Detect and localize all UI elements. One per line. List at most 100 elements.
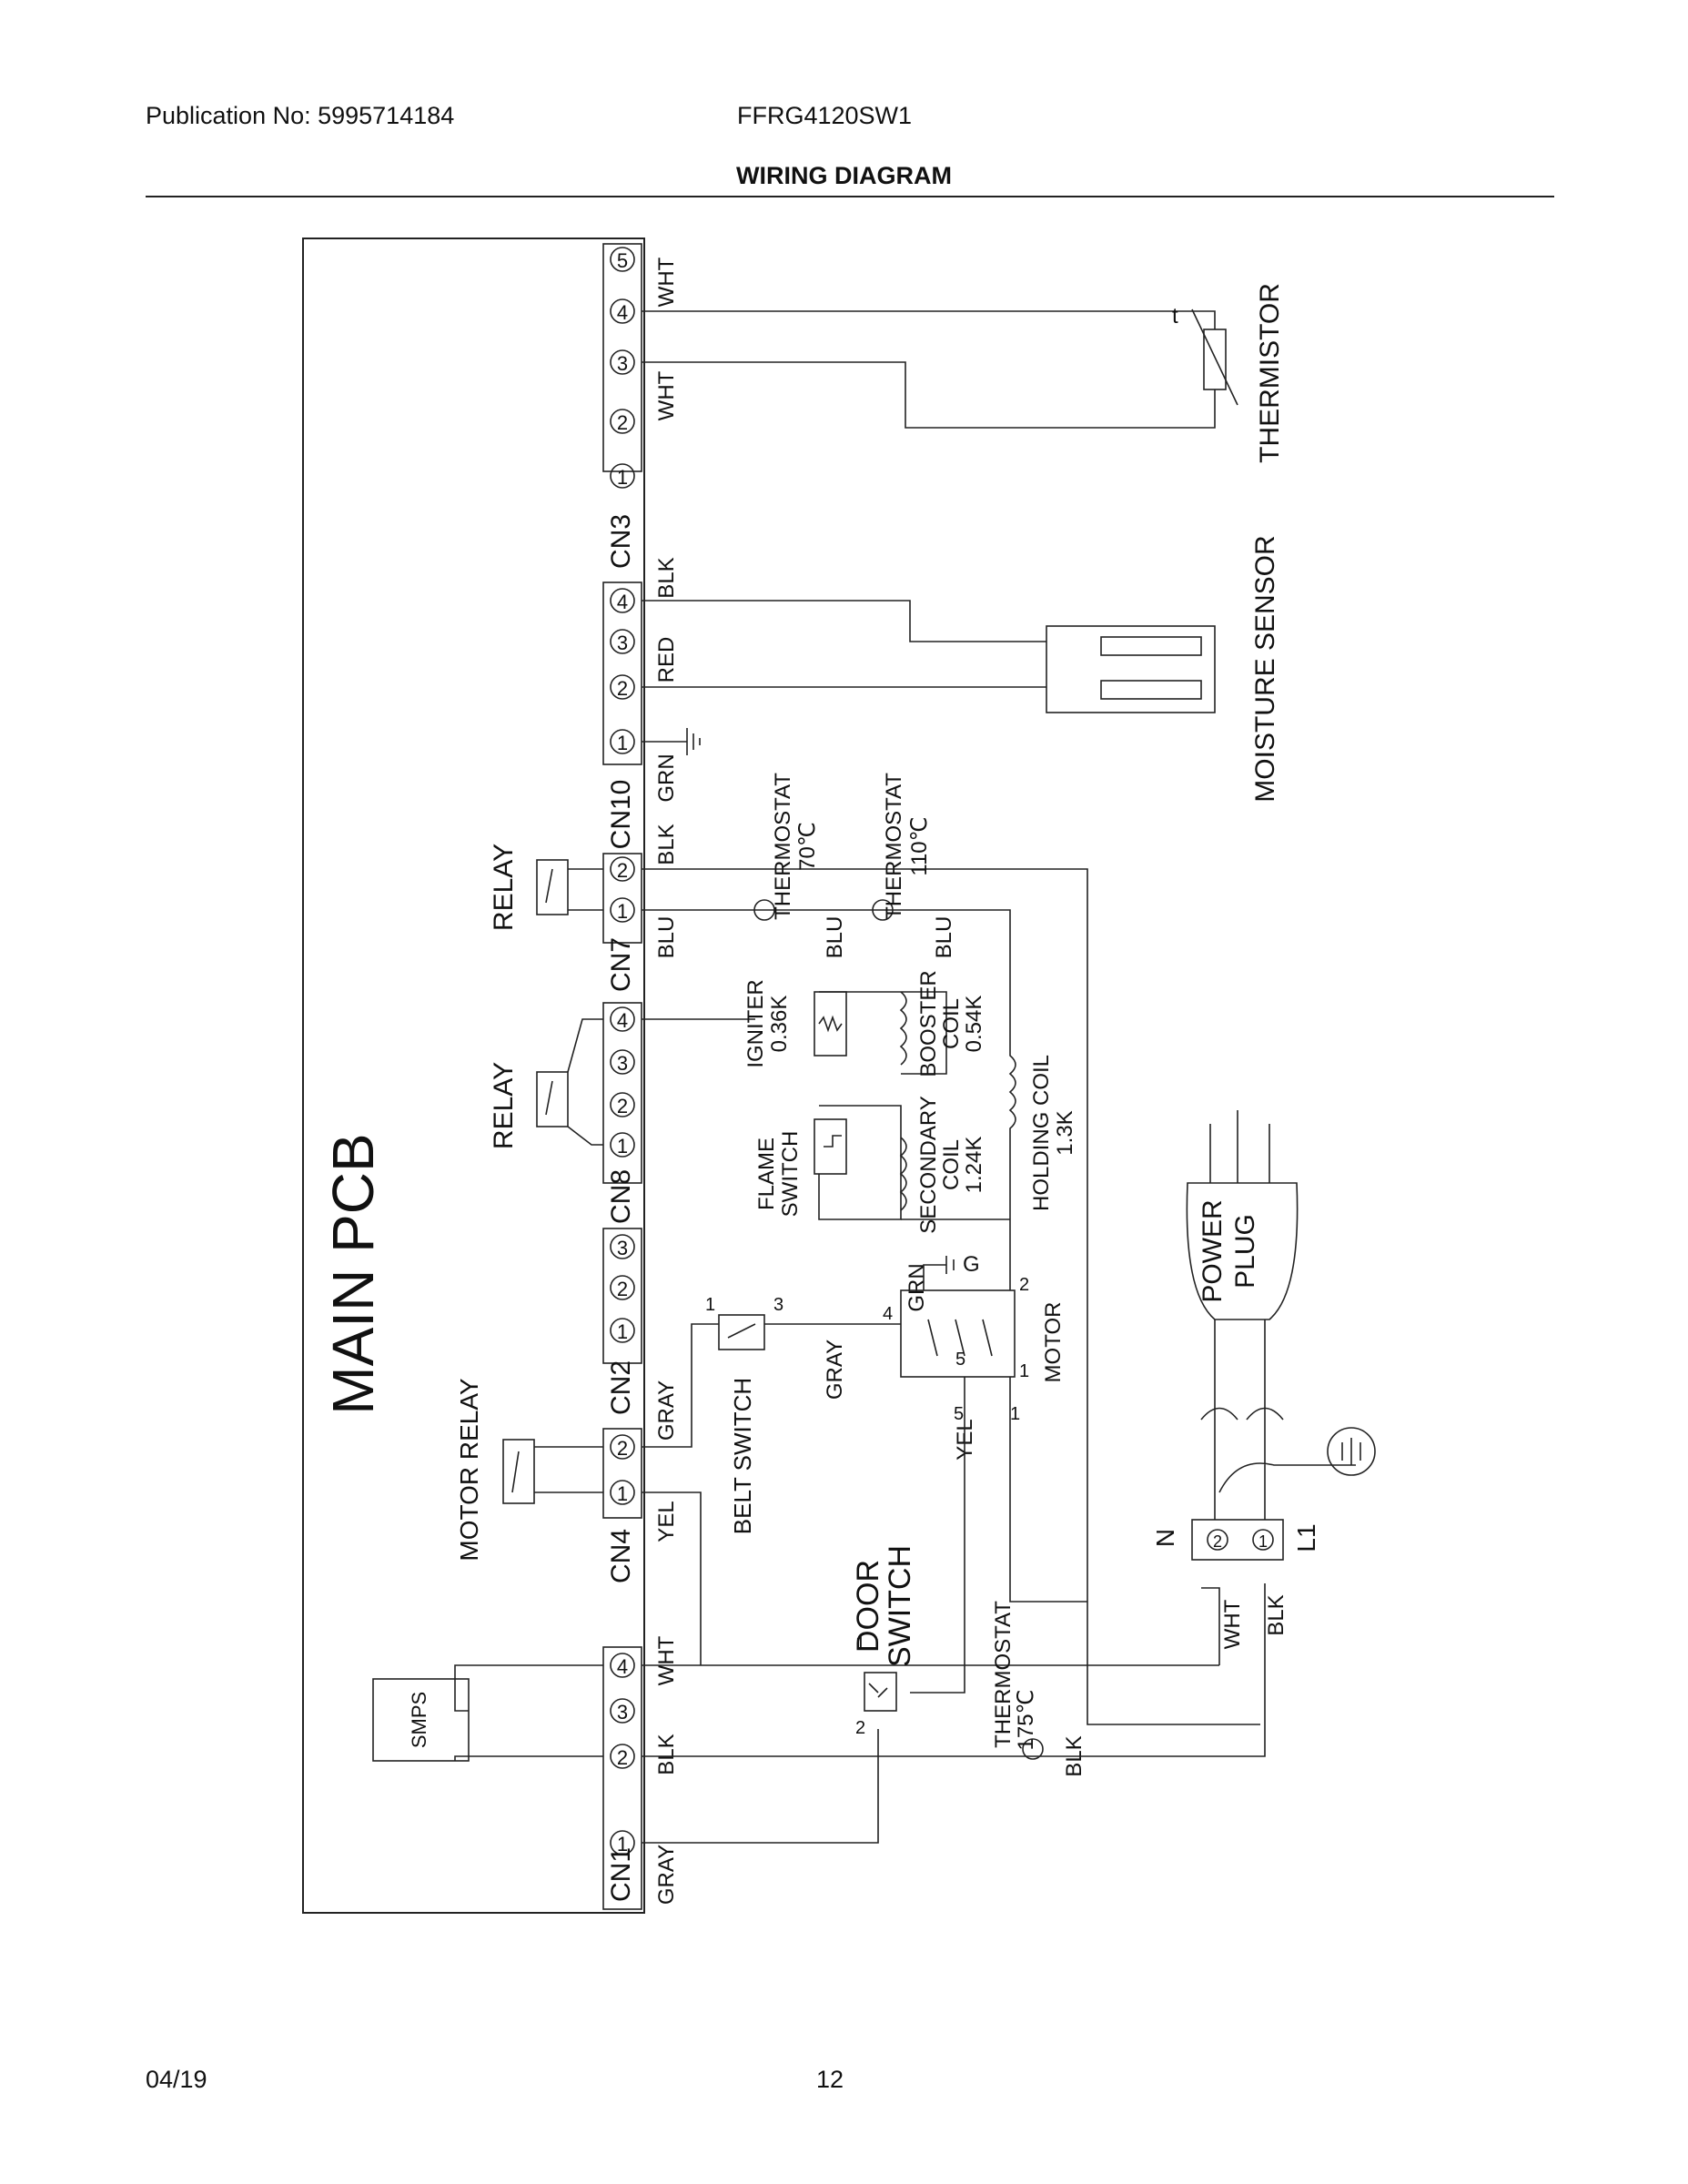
wire-label-blu: BLU	[654, 916, 679, 959]
main-pcb-outline	[302, 238, 645, 1914]
svg-text:2: 2	[617, 1095, 628, 1117]
svg-text:4: 4	[617, 1009, 628, 1032]
wire-label-blk: BLK	[654, 824, 679, 864]
moisture-sensor-label: MOISTURE SENSOR	[1250, 535, 1280, 802]
svg-text:1: 1	[617, 732, 628, 754]
wire-label-gray: GRAY	[654, 1845, 679, 1905]
svg-text:1: 1	[617, 466, 628, 489]
svg-text:3: 3	[773, 1295, 783, 1315]
wire-label-blu: BLU	[823, 916, 847, 959]
svg-text:2: 2	[617, 1437, 628, 1460]
moisture-sensor: MOISTURE SENSOR	[642, 535, 1280, 803]
holding-coil-value: 1.3K	[1053, 1110, 1077, 1155]
motor-ground-label: G	[963, 1252, 980, 1277]
svg-text:1: 1	[617, 1482, 628, 1505]
secondary-coil-value: 1.24K	[962, 1137, 986, 1194]
door-switch-label-2: SWITCH	[883, 1545, 917, 1667]
line-label: L1	[1292, 1523, 1320, 1552]
publication-number: Publication No: 5995714184	[146, 102, 455, 129]
booster-coil-label-2: COIL	[939, 998, 964, 1049]
power-plug-label-2: PLUG	[1230, 1214, 1260, 1289]
thermostat-70-value: 70℃	[795, 822, 820, 871]
smps-label: SMPS	[408, 1692, 430, 1748]
wire-label-yel: YEL	[654, 1501, 679, 1542]
relay-cn7: RELAY	[489, 844, 603, 931]
svg-text:2: 2	[617, 1746, 628, 1769]
holding-coil-label: HOLDING COIL	[1029, 1055, 1054, 1211]
cn2-label: CN2	[606, 1360, 636, 1415]
svg-text:3: 3	[617, 1052, 628, 1075]
cn10-block	[602, 581, 642, 765]
cn3-block	[602, 243, 642, 472]
thermistor: t THERMISTOR	[642, 283, 1285, 463]
cn4-label: CN4	[606, 1529, 636, 1583]
svg-text:4: 4	[617, 1655, 628, 1678]
igniter-label: IGNITER	[743, 979, 768, 1067]
svg-text:1: 1	[1010, 1404, 1020, 1424]
cn8-block	[602, 1002, 642, 1184]
thermostat-110-label: THERMOSTAT	[882, 773, 906, 920]
cn1-label: CN1	[606, 1847, 636, 1902]
relay-cn8: RELAY	[489, 1018, 603, 1149]
motor-relay-label: MOTOR RELAY	[455, 1378, 483, 1562]
secondary-coil-label: SECONDARY	[916, 1096, 941, 1234]
flame-switch-label-2: SWITCH	[778, 1131, 803, 1218]
cn2-block	[602, 1228, 642, 1364]
svg-text:1: 1	[617, 900, 628, 923]
svg-text:1: 1	[855, 1633, 865, 1653]
secondary-coil-label-2: COIL	[939, 1139, 964, 1190]
svg-text:2: 2	[617, 1278, 628, 1300]
cn7-label: CN7	[606, 937, 636, 992]
motor-label: MOTOR	[1041, 1302, 1066, 1383]
terminal-blocks	[602, 243, 642, 1910]
igniter-value: 0.36K	[767, 996, 792, 1053]
neutral-label: N	[1151, 1529, 1179, 1547]
wire-label-blk: BLK	[654, 557, 679, 598]
wire-label-blu: BLU	[932, 916, 956, 959]
wire-label-blk: BLK	[654, 1734, 679, 1774]
model-number: FFRG4120SW1	[737, 102, 913, 129]
svg-text:5: 5	[955, 1350, 965, 1370]
ground-icon	[642, 728, 701, 755]
relay-label: RELAY	[489, 1062, 519, 1149]
flame-switch-label: FLAME	[754, 1138, 779, 1210]
relay-label: RELAY	[489, 844, 519, 931]
wire-label-wht: WHT	[1220, 1599, 1245, 1649]
svg-text:2: 2	[617, 677, 628, 700]
door-switch-label: DOOR	[851, 1560, 885, 1653]
thermostat-175-label: THERMOSTAT	[991, 1601, 1016, 1748]
header-rule	[146, 196, 1554, 197]
svg-text:5: 5	[617, 249, 628, 272]
booster-coil-label: BOOSTER	[916, 970, 941, 1077]
svg-text:4: 4	[883, 1304, 893, 1324]
thermostat-70-label: THERMOSTAT	[771, 773, 795, 920]
thermostat-175-icon	[1022, 1738, 1044, 1760]
wiring: 2 1	[642, 868, 1376, 1844]
svg-text:5: 5	[954, 1404, 964, 1424]
wire-label-gray: GRAY	[654, 1380, 679, 1441]
footer-date: 04/19	[146, 2066, 207, 2093]
svg-text:3: 3	[617, 632, 628, 654]
main-pcb-label: MAIN PCB	[320, 1133, 386, 1414]
thermostat-110-icon	[872, 899, 894, 921]
belt-switch-label: BELT SWITCH	[729, 1378, 756, 1534]
svg-text:2: 2	[1213, 1532, 1222, 1551]
svg-text:1: 1	[1258, 1532, 1268, 1551]
svg-text:1: 1	[705, 1295, 715, 1315]
cn3-label: CN3	[606, 514, 636, 569]
svg-text:1: 1	[617, 1135, 628, 1158]
thermistor-symbol: t	[1172, 304, 1178, 329]
svg-text:1: 1	[1019, 1361, 1029, 1381]
svg-text:1: 1	[617, 1320, 628, 1343]
cn10-label: CN10	[606, 780, 636, 850]
svg-text:3: 3	[617, 352, 628, 375]
wire-label-grn: GRN	[905, 1263, 929, 1311]
svg-text:2: 2	[855, 1718, 865, 1738]
svg-text:4: 4	[617, 591, 628, 613]
terminal-block-n-l1	[1191, 1519, 1284, 1561]
wire-label-grn: GRN	[654, 753, 679, 802]
power-plug-label: POWER	[1198, 1199, 1228, 1302]
motor-relay: MOTOR RELAY	[455, 1378, 603, 1562]
